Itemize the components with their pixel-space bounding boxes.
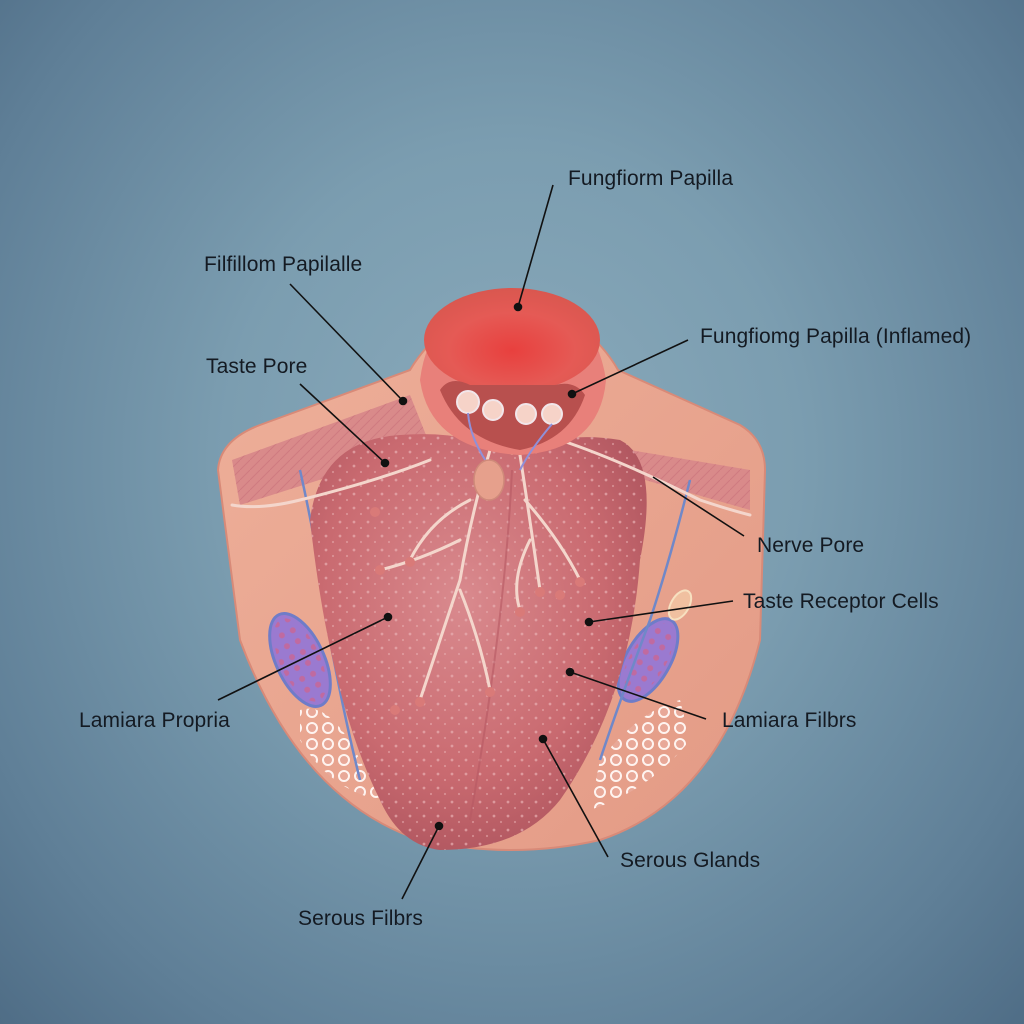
label-fungiform-papilla-inflamed: Fungfiomg Papilla (Inflamed) [700,325,972,348]
label-lamina-propria: Lamiara Propria [79,709,230,732]
label-taste-receptor-cells: Taste Receptor Cells [743,590,939,613]
label-taste-pore: Taste Pore [206,355,308,378]
label-fungiform-papilla: Fungfiorm Papilla [568,167,734,190]
label-serous-glands: Serous Glands [620,849,761,872]
label-nerve-pore: Nerve Pore [757,534,865,557]
label-lamina-fibers: Lamiara Filbrs [722,709,857,732]
label-filiform-papillae: Filfillom Papilalle [204,253,363,276]
label-serous-fibers: Serous Filbrs [298,907,424,930]
right-glands [590,479,693,810]
fungiform-papilla [420,288,606,501]
nerve-endings [370,507,585,715]
